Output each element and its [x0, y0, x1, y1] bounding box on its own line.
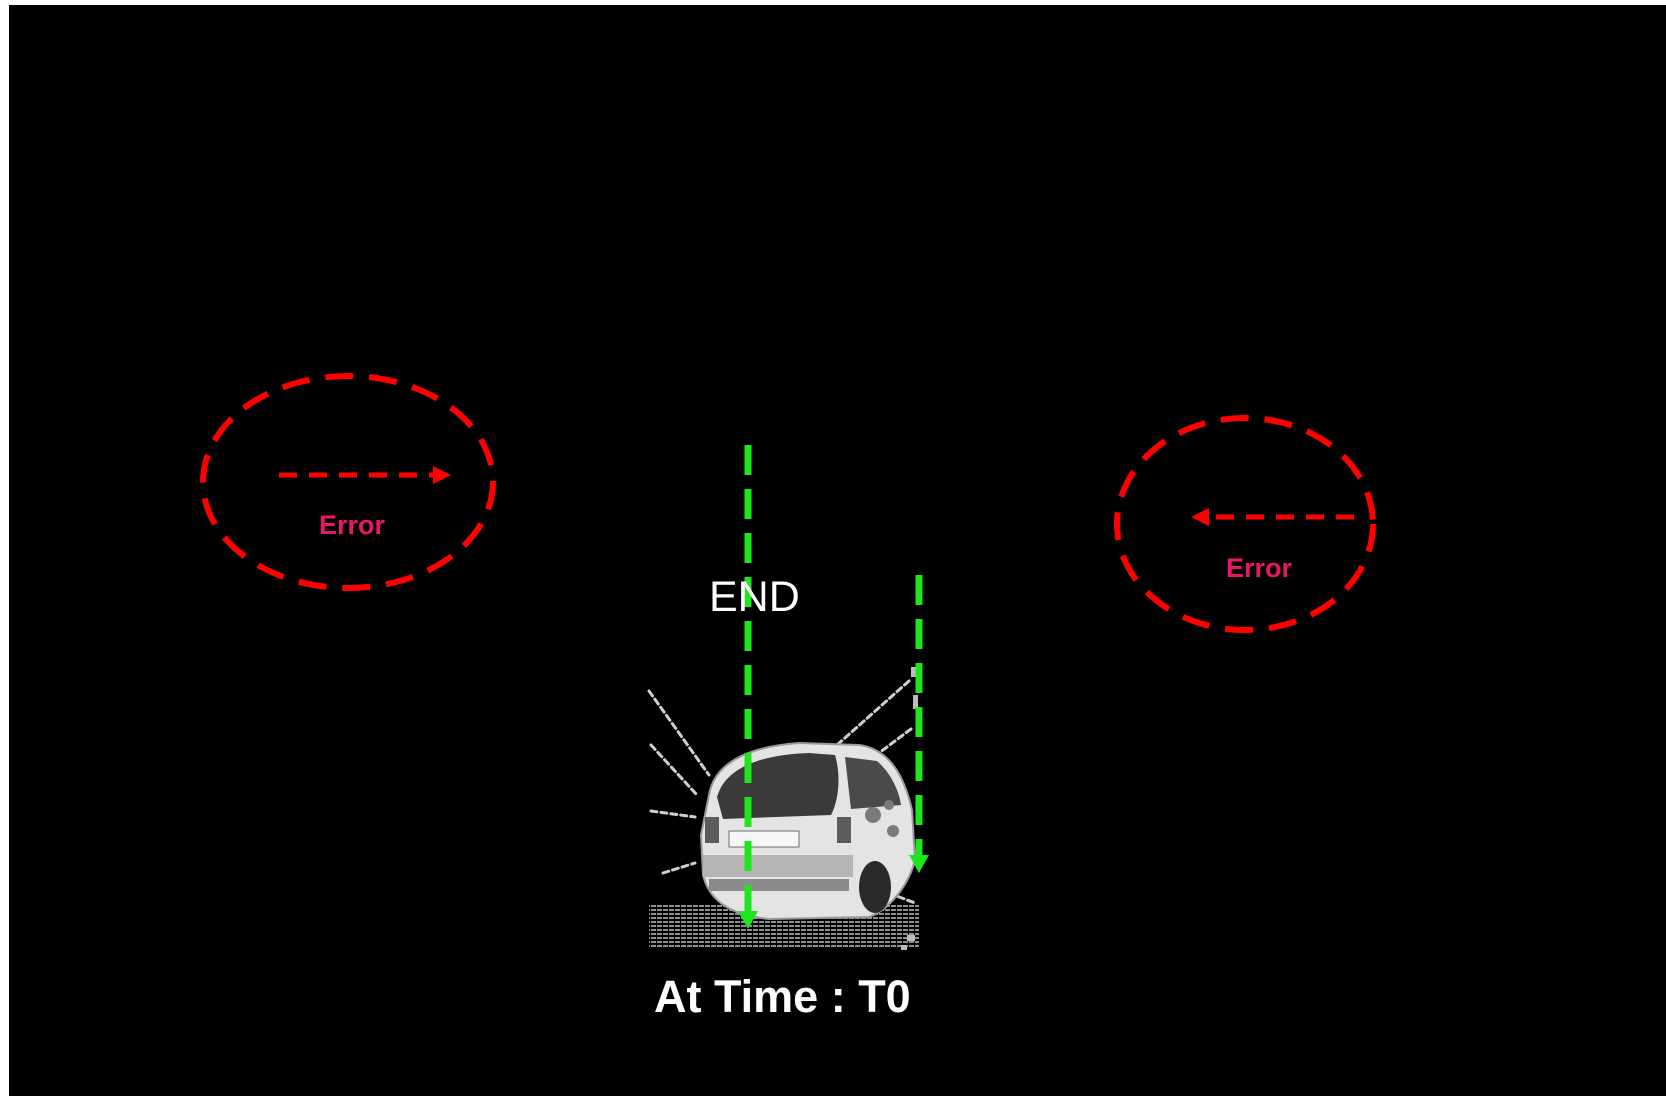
car-point-cloud-image [647, 667, 919, 950]
arrow-right-head-icon [433, 466, 451, 484]
error-label-right: Error [1226, 553, 1293, 583]
error-ellipse-right [1114, 415, 1376, 633]
trajectory-arrows [738, 445, 929, 929]
arrow-down-icon [738, 911, 758, 929]
end-label: END [709, 573, 800, 621]
error-label-left: Error [319, 510, 386, 540]
error-ellipse-left [200, 373, 496, 591]
arrow-down-icon-right [909, 855, 929, 873]
scene-graphics [200, 373, 1376, 950]
arrow-left-head-icon [1191, 508, 1209, 526]
error-region-right [1114, 415, 1376, 633]
time-label: At Time : T0 [654, 971, 911, 1022]
scene-stage: Error Error END At Time : T0 [9, 5, 1666, 1096]
error-region-left [200, 373, 496, 591]
